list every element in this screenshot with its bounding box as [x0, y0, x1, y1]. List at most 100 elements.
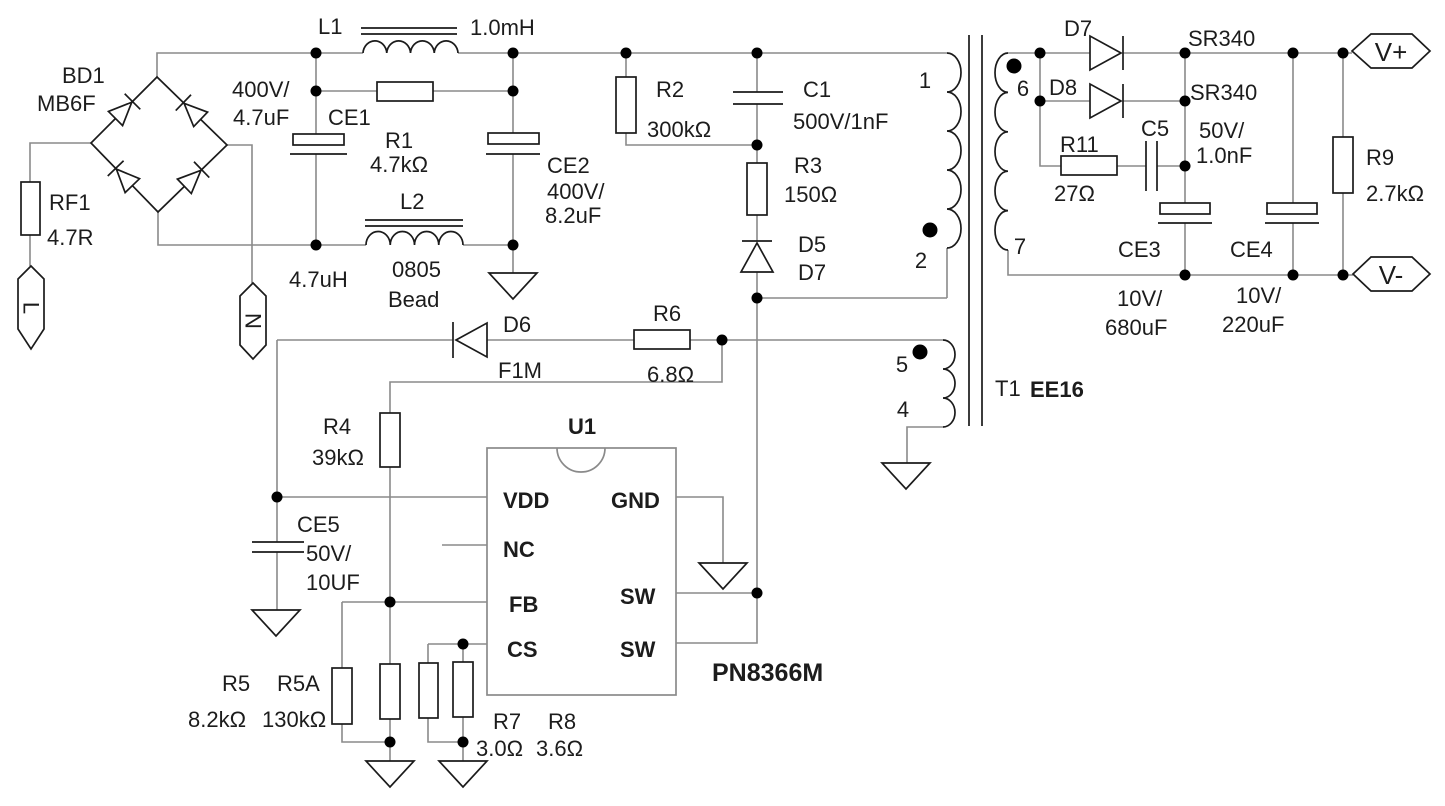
polarity-dot-pin5 — [912, 344, 928, 360]
label-ce3-ref: CE3 — [1118, 237, 1161, 262]
terminal-vplus — [1350, 33, 1432, 69]
pin-label-sw1: SW — [620, 584, 656, 609]
resistor-r5a — [379, 663, 401, 720]
label-l2-note2: Bead — [388, 287, 439, 312]
resistor-r6 — [633, 329, 691, 350]
terminal-l-label: L — [19, 302, 44, 314]
label-t1-ref: T1 — [995, 376, 1021, 401]
wires-control-section — [276, 339, 943, 761]
pin-label-sw2: SW — [620, 637, 656, 662]
label-r5-value: 8.2kΩ — [188, 707, 246, 732]
label-r5a-value: 130kΩ — [262, 707, 326, 732]
label-ce1-v1: 400V/ — [232, 77, 290, 102]
label-ce5-v2: 10UF — [306, 570, 360, 595]
pin-label-fb: FB — [509, 592, 538, 617]
resistor-r1 — [376, 81, 434, 102]
terminal-l — [17, 264, 45, 351]
label-r3-value: 150Ω — [784, 182, 837, 207]
transformer-secondary-winding — [994, 52, 1009, 251]
ic-u1-body — [486, 447, 677, 696]
label-r9-ref: R9 — [1366, 145, 1394, 170]
resistor-rf1 — [20, 181, 41, 236]
label-r2-ref: R2 — [656, 77, 684, 102]
label-ce3-v2: 680uF — [1105, 315, 1167, 340]
diode-d6 — [452, 321, 488, 359]
pin-label-vdd: VDD — [503, 488, 549, 513]
label-d6-ref: D6 — [503, 312, 531, 337]
inductor-l2 — [365, 219, 464, 246]
label-bd1-part: MB6F — [37, 91, 96, 116]
label-ce3-v1: 10V/ — [1117, 286, 1163, 311]
label-r4-ref: R4 — [323, 414, 351, 439]
label-r8-ref: R8 — [548, 709, 576, 734]
label-l1-value: 1.0mH — [470, 15, 535, 40]
label-ce1-ref: CE1 — [328, 105, 371, 130]
label-bd1-ref: BD1 — [62, 63, 105, 88]
label-r9-value: 2.7kΩ — [1366, 181, 1424, 206]
pin-label-nc: NC — [503, 537, 535, 562]
label-l2-value: 4.7uH — [289, 267, 348, 292]
label-c1-ref: C1 — [803, 77, 831, 102]
resistor-r3 — [746, 162, 768, 216]
ground-symbol — [488, 272, 538, 300]
bridge-diamond — [89, 75, 229, 214]
label-c5-v2: 1.0nF — [1196, 143, 1252, 168]
label-rf1-ref: RF1 — [49, 190, 91, 215]
terminal-vminus-label: V- — [1379, 260, 1404, 290]
diode-d7 — [1089, 34, 1124, 72]
label-ce5-v1: 50V/ — [306, 541, 352, 566]
label-d5-part: D7 — [798, 260, 826, 285]
label-r5-ref: R5 — [222, 671, 250, 696]
label-r7-ref: R7 — [493, 709, 521, 734]
label-ce4-v2: 220uF — [1222, 312, 1284, 337]
label-c5-v1: 50V/ — [1199, 118, 1245, 143]
label-r1-ref: R1 — [385, 128, 413, 153]
polarity-dot-pin6 — [1006, 58, 1022, 74]
capacitor-ce5 — [252, 541, 304, 553]
capacitor-c1 — [733, 91, 783, 105]
label-d7-ref: D7 — [1064, 16, 1092, 41]
pin-number-4: 4 — [897, 397, 909, 422]
pin-number-6: 6 — [1017, 76, 1029, 101]
label-u1-part: PN8366M — [712, 659, 823, 687]
diode-d5 — [739, 240, 775, 273]
label-r4-value: 39kΩ — [312, 445, 364, 470]
label-l2-note1: 0805 — [392, 257, 441, 282]
resistor-r7 — [418, 662, 439, 719]
capacitor-ce3 — [1158, 202, 1212, 224]
pin-number-5: 5 — [896, 352, 908, 377]
label-ce2-ref: CE2 — [547, 153, 590, 178]
capacitor-ce2 — [486, 132, 540, 155]
label-ce2-v2: 8.2uF — [545, 203, 601, 228]
label-r11-ref: R11 — [1060, 132, 1099, 157]
pin-label-gnd: GND — [611, 488, 660, 513]
label-ce1-v2: 4.7uF — [233, 105, 289, 130]
label-r1-value: 4.7kΩ — [370, 152, 428, 177]
terminal-n — [239, 281, 267, 361]
label-ce5-ref: CE5 — [297, 512, 340, 537]
label-d7-part: SR340 — [1188, 26, 1255, 51]
label-r6-ref: R6 — [653, 301, 681, 326]
resistor-r4 — [379, 412, 401, 468]
pin-number-7: 7 — [1014, 234, 1026, 259]
label-r8-value: 3.6Ω — [536, 736, 583, 761]
terminal-n-label: N — [241, 313, 266, 329]
label-r7-value: 3.0Ω — [476, 736, 523, 761]
label-l2-ref: L2 — [400, 189, 424, 214]
transformer-aux-winding — [942, 339, 956, 428]
wires-secondary-section — [1007, 52, 1353, 276]
pin-number-1: 1 — [919, 68, 931, 93]
capacitor-c5 — [1145, 141, 1158, 191]
transformer-core — [968, 35, 983, 426]
resistor-r8 — [452, 661, 474, 718]
resistor-r11 — [1060, 155, 1118, 176]
capacitor-ce1 — [290, 133, 347, 155]
label-r6-value: 6.8Ω — [647, 362, 694, 387]
label-ce2-v1: 400V/ — [547, 179, 605, 204]
label-rf1-value: 4.7R — [47, 225, 93, 250]
label-ce4-v1: 10V/ — [1236, 283, 1282, 308]
pin-label-cs: CS — [507, 637, 538, 662]
label-d6-part: F1M — [498, 358, 542, 383]
label-ce4-ref: CE4 — [1230, 237, 1273, 262]
